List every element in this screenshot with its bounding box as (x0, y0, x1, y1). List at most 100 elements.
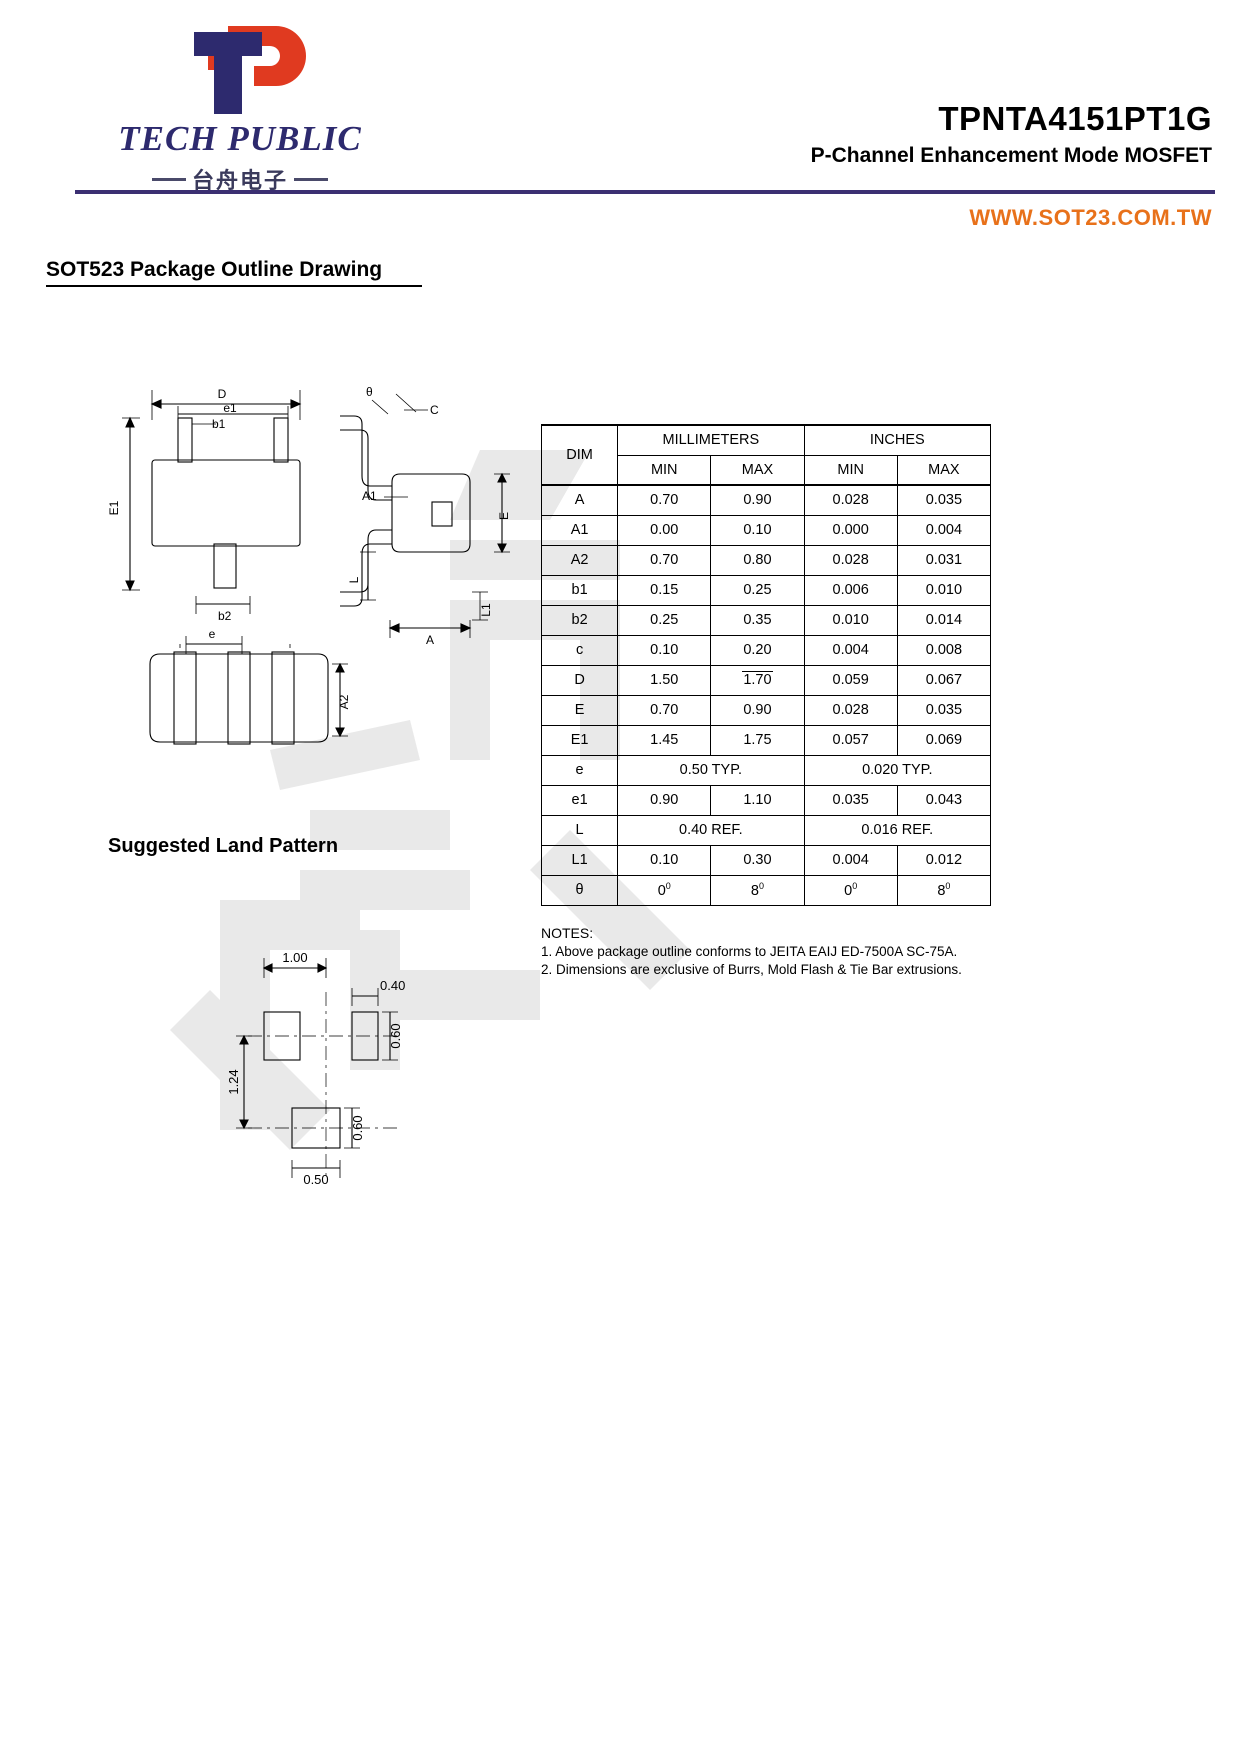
cell-mm-max: 80 (710, 874, 805, 906)
label-e: e (209, 627, 216, 641)
logo-chinese-name: 台舟电子 (90, 163, 390, 195)
cell-mm-max: 1.70 (710, 664, 805, 696)
cell-dim: b2 (540, 604, 619, 636)
cell-in-span: 0.020 TYP. (803, 754, 992, 786)
cell-in-min: 0.057 (803, 724, 898, 756)
part-number: TPNTA4151PT1G (938, 100, 1212, 137)
header-divider (75, 190, 1215, 194)
cell-in-min: 0.028 (803, 484, 898, 516)
land-dim-1-24: 1.24 (226, 1069, 241, 1094)
dimension-table: DIM MILLIMETERS INCHES MIN MAX MIN MAX A… (540, 424, 992, 906)
cell-mm-min: 00 (617, 874, 712, 906)
cell-mm-min: 0.90 (617, 784, 712, 816)
company-logo: TECH PUBLIC 台舟电子 (90, 22, 390, 195)
cell-mm-min: 1.45 (617, 724, 712, 756)
header-millimeters: MILLIMETERS (617, 424, 805, 456)
cell-mm-min: 0.70 (617, 544, 712, 576)
top-view-labels: D e1 b1 E1 b2 (107, 387, 237, 623)
cell-in-max: 0.010 (896, 574, 992, 606)
cell-mm-min: 0.15 (617, 574, 712, 606)
label-b1: b1 (212, 417, 226, 431)
website-url[interactable]: WWW.SOT23.COM.TW (969, 205, 1212, 230)
notes-block: NOTES: 1. Above package outline conforms… (541, 924, 1061, 979)
page-header: TECH PUBLIC 台舟电子 TPNTA4151PT1G P-Channel… (0, 0, 1240, 240)
cell-dim: θ (540, 874, 619, 906)
label-A: A (426, 633, 434, 647)
cell-in-max: 0.069 (896, 724, 992, 756)
cell-mm-max: 1.10 (710, 784, 805, 816)
cell-in-max: 0.035 (896, 694, 992, 726)
cell-dim: A (540, 484, 619, 516)
header-in-min: MIN (803, 454, 898, 486)
cell-in-max: 0.035 (896, 484, 992, 516)
label-L: L (347, 576, 361, 583)
logo-wordmark: TECH PUBLIC (118, 119, 362, 158)
label-D: D (218, 387, 227, 401)
cell-dim: A2 (540, 544, 619, 576)
cell-mm-min: 0.10 (617, 844, 712, 876)
cell-mm-span: 0.50 TYP. (617, 754, 805, 786)
cell-dim: E1 (540, 724, 619, 756)
cell-dim: c (540, 634, 619, 666)
cell-dim: e (540, 754, 619, 786)
cell-mm-max: 0.80 (710, 544, 805, 576)
header-mm-min: MIN (617, 454, 712, 486)
cell-in-min: 0.006 (803, 574, 898, 606)
notes-title: NOTES: (541, 925, 594, 941)
section-title-land-pattern: Suggested Land Pattern (108, 835, 339, 857)
cell-in-max: 80 (896, 874, 992, 906)
label-A2: A2 (337, 694, 351, 709)
land-pattern-labels: 1.00 0.40 0.60 1.24 0.60 0.50 (226, 950, 405, 1187)
cell-in-max: 0.043 (896, 784, 992, 816)
land-pattern-drawing (236, 958, 400, 1180)
cell-dim: L (540, 814, 619, 846)
tp-logo-icon (194, 26, 306, 114)
cell-in-max: 0.012 (896, 844, 992, 876)
cell-dim: L1 (540, 844, 619, 876)
label-C: C (430, 403, 439, 417)
note-item-1: 1. Above package outline conforms to JEI… (541, 943, 958, 959)
cell-in-min: 00 (803, 874, 898, 906)
cell-mm-min: 0.70 (617, 694, 712, 726)
logo-chinese-text: 台舟电子 (191, 169, 288, 194)
top-view-drawing (122, 390, 302, 614)
label-L1: L1 (479, 603, 493, 617)
cell-in-min: 0.028 (803, 544, 898, 576)
cell-mm-min: 0.00 (617, 514, 712, 546)
header-inches: INCHES (803, 424, 992, 456)
cell-in-max: 0.014 (896, 604, 992, 636)
header-dim: DIM (540, 424, 619, 486)
cell-in-min: 0.010 (803, 604, 898, 636)
cell-in-min: 0.059 (803, 664, 898, 696)
cell-in-max: 0.067 (896, 664, 992, 696)
land-dim-0-60-bottom: 0.60 (350, 1115, 365, 1140)
cell-in-max: 0.008 (896, 634, 992, 666)
cell-mm-max: 0.25 (710, 574, 805, 606)
cell-mm-max: 0.90 (710, 484, 805, 516)
cell-in-min: 0.004 (803, 844, 898, 876)
cell-mm-min: 0.70 (617, 484, 712, 516)
table-header-row-1: DIM MILLIMETERS INCHES (540, 424, 992, 486)
header-mm-max: MAX (710, 454, 805, 486)
cell-dim: E (540, 694, 619, 726)
logo-dash-right (294, 177, 328, 181)
land-dim-0-60-top: 0.60 (388, 1023, 403, 1048)
cell-dim: b1 (540, 574, 619, 606)
cell-dim: A1 (540, 514, 619, 546)
front-view-labels: e A2 (209, 627, 351, 709)
cell-in-span: 0.016 REF. (803, 814, 992, 846)
land-dim-0-40: 0.40 (380, 978, 405, 993)
land-dim-1-00: 1.00 (282, 950, 307, 965)
